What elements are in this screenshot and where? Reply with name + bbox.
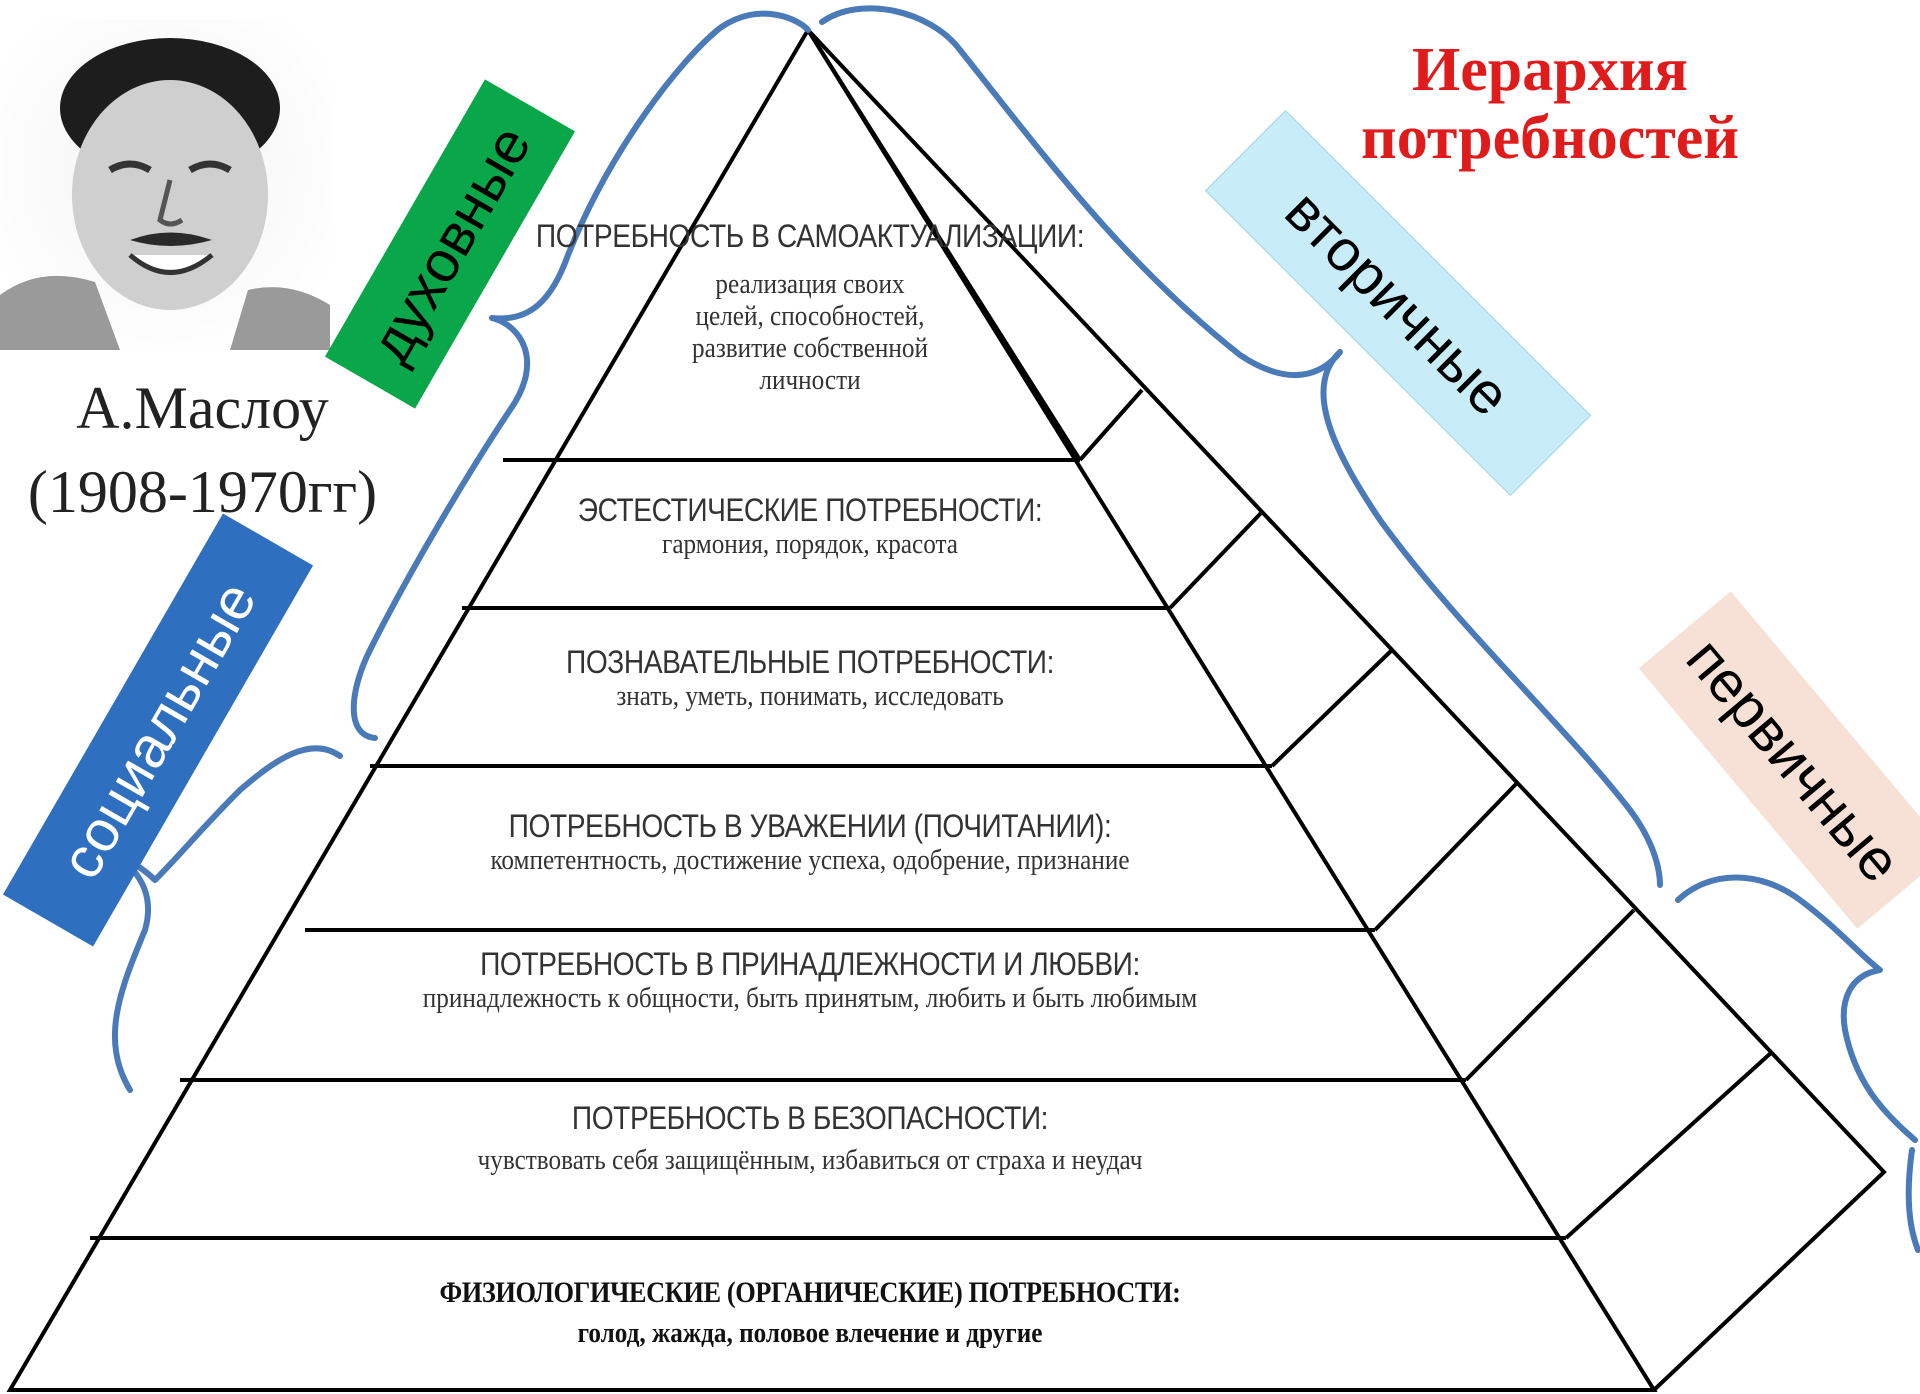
title-line-1: Иерархия (1412, 36, 1688, 104)
level-belonging: ПОТРЕБНОСТЬ В ПРИНАДЛЕЖНОСТИ И ЛЮБВИ: пр… (230, 946, 1390, 1015)
level-description: знать, уметь, понимать, исследовать (616, 681, 1004, 712)
level-heading: ПОЗНАВАТЕЛЬНЫЕ ПОТРЕБНОСТИ: (566, 644, 1054, 680)
level-description: чувствовать себя защищённым, избавиться … (477, 1145, 1143, 1176)
author-name: А.Маслоу (76, 375, 329, 441)
pyramid-side-face (806, 28, 1887, 1392)
author-years: (1908-1970гг) (27, 459, 378, 525)
diagram-title: Иерархия потребностей (1300, 36, 1800, 172)
level-description: гармония, порядок, красота (662, 529, 958, 560)
level-aesthetic: ЭСТЕСТИЧЕСКИЕ ПОТРЕБНОСТИ: гармония, пор… (230, 492, 1390, 561)
level-description: реализация своих (715, 269, 905, 300)
pyramid-apex-edge (806, 28, 1082, 462)
title-line-2: потребностей (1360, 104, 1740, 172)
level-physiological: ФИЗИОЛОГИЧЕСКИЕ (ОРГАНИЧЕСКИЕ) ПОТРЕБНОС… (230, 1276, 1390, 1350)
side-divider (1168, 510, 1264, 610)
author-caption: А.Маслоу (1908-1970гг) (0, 366, 405, 534)
brace-primary (1675, 874, 1918, 1143)
level-description: личности (759, 365, 861, 396)
side-divider (1564, 1050, 1774, 1240)
level-cognitive: ПОЗНАВАТЕЛЬНЫЕ ПОТРЕБНОСТИ: знать, уметь… (230, 644, 1390, 713)
level-heading: ФИЗИОЛОГИЧЕСКИЕ (ОРГАНИЧЕСКИЕ) ПОТРЕБНОС… (439, 1276, 1181, 1309)
level-heading: ПОТРЕБНОСТЬ В УВАЖЕНИИ (ПОЧИТАНИИ): (508, 808, 1112, 844)
level-esteem: ПОТРЕБНОСТЬ В УВАЖЕНИИ (ПОЧИТАНИИ): комп… (230, 808, 1390, 877)
level-description: целей, способностей, (695, 301, 925, 332)
level-description: принадлежность к общности, быть принятым… (422, 983, 1198, 1014)
level-description: голод, жажда, половое влечение и другие (577, 1318, 1043, 1349)
side-divider (1078, 388, 1144, 462)
level-heading: ПОТРЕБНОСТЬ В ПРИНАДЛЕЖНОСТИ И ЛЮБВИ: (480, 946, 1140, 982)
brace-spiritual (350, 10, 811, 741)
level-self-actualization: ПОТРЕБНОСТЬ В САМОАКТУАЛИЗАЦИИ: реализац… (230, 218, 1390, 397)
level-description: компетентность, достижение успеха, одобр… (490, 845, 1130, 876)
side-divider (1373, 782, 1518, 932)
author-portrait (0, 20, 330, 350)
level-description: развитие собственной (692, 333, 928, 364)
side-divider (1270, 648, 1394, 768)
level-heading: ПОТРЕБНОСТЬ В БЕЗОПАСНОСТИ: (571, 1100, 1049, 1136)
side-divider (1464, 908, 1636, 1082)
pyramid-front-face (6, 26, 1658, 1392)
level-safety: ПОТРЕБНОСТЬ В БЕЗОПАСНОСТИ: чувствовать … (230, 1100, 1390, 1177)
level-heading: ПОТРЕБНОСТЬ В САМОАКТУАЛИЗАЦИИ: (535, 218, 1085, 254)
brace-secondary (819, 5, 1663, 888)
level-heading: ЭСТЕСТИЧЕСКИЕ ПОТРЕБНОСТИ: (577, 492, 1043, 528)
brace-primary-tail (1905, 1147, 1920, 1253)
